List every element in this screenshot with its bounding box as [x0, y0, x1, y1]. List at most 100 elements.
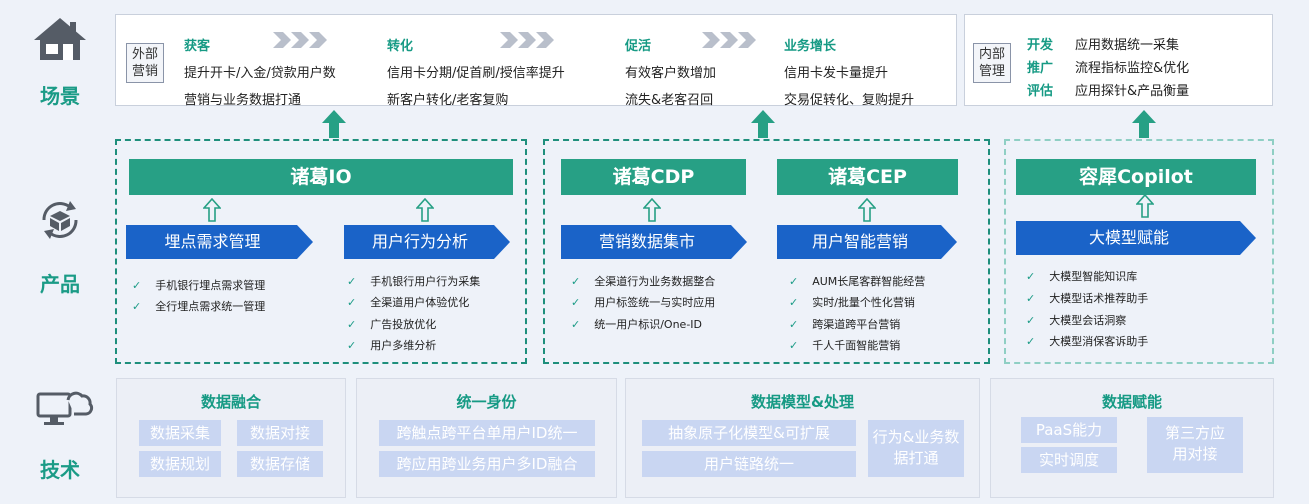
- scene-line: 流失&老客召回: [625, 93, 714, 108]
- scene-line: 有效客户数增加: [625, 66, 717, 81]
- internal-key: 开发: [1027, 38, 1054, 53]
- tech-chip: 用户链路统一: [642, 451, 856, 477]
- feature-text: 千人千面智能营销: [812, 339, 901, 352]
- feature-text: 手机银行埋点需求管理: [155, 279, 266, 292]
- tech-title: 数据融合: [200, 393, 261, 411]
- up-arrow-outline-icon: [643, 198, 661, 222]
- up-arrow-icon: [322, 110, 346, 138]
- check-icon: ✓: [347, 339, 357, 352]
- box-cycle-icon: [42, 201, 78, 239]
- scene-line: 营销与业务数据打通: [184, 93, 302, 108]
- side-label-scene: 场景: [40, 84, 80, 108]
- tech-chip: 数据对接: [237, 420, 323, 446]
- tech-chip: PaaS能力: [1021, 417, 1117, 443]
- product-copilot-frame: [1004, 139, 1274, 364]
- scene-title-acquire: 获客: [184, 39, 211, 54]
- house-icon: [34, 18, 86, 60]
- internal-key: 推广: [1027, 61, 1054, 76]
- tech-panel-data-enablement: 数据赋能 PaaS能力 实时调度 第三方应用对接: [990, 378, 1274, 498]
- product-title-copilot: 容犀Copilot: [1016, 159, 1256, 195]
- check-icon: ✓: [132, 300, 142, 313]
- check-icon: ✓: [571, 275, 581, 288]
- computer-cloud-icon: [36, 391, 94, 425]
- module-smart-marketing: 用户智能营销: [777, 225, 957, 259]
- internal-value: 流程指标监控&优化: [1075, 61, 1190, 76]
- feature-text: 大模型智能知识库: [1049, 270, 1138, 283]
- check-icon: ✓: [1026, 292, 1036, 305]
- check-icon: ✓: [1026, 270, 1036, 283]
- product-title-io: 诸葛IO: [129, 159, 513, 195]
- module-marketing-data-mart: 营销数据集市: [561, 225, 747, 259]
- scene-external-panel: 外部 营销 获客 提升开卡/入金/贷款用户数 营销与业务数据打通 转化 信用卡分…: [115, 14, 957, 108]
- module-tracking-requirements: 埋点需求管理: [126, 225, 313, 259]
- module-llm-enablement: 大模型赋能: [1016, 221, 1256, 255]
- feature-text: 全渠道行为业务数据整合: [594, 275, 716, 288]
- check-icon: ✓: [347, 318, 357, 331]
- feature-text: 跨渠道跨平台营销: [812, 318, 901, 331]
- side-label-product: 产品: [40, 272, 80, 296]
- product-title-cdp: 诸葛CDP: [561, 159, 746, 195]
- feature-text: 全行埋点需求统一管理: [155, 300, 266, 313]
- tech-panel-data-model: 数据模型&处理 抽象原子化模型&可扩展 用户链路统一 行为&业务数据打通: [625, 378, 980, 498]
- internal-value: 应用数据统一采集: [1075, 38, 1180, 53]
- tag-line: 管理: [978, 64, 1005, 79]
- feature-text: 用户多维分析: [370, 339, 437, 352]
- internal-value: 应用探针&产品衡量: [1075, 84, 1190, 99]
- up-arrow-outline-icon: [858, 198, 876, 222]
- product-cdp-cep-frame: [543, 139, 990, 364]
- tech-chip: 跨触点跨平台单用户ID统一: [379, 420, 595, 446]
- check-icon: ✓: [571, 318, 581, 331]
- product-io-frame: [115, 139, 527, 364]
- chevron-arrows-icon: [702, 32, 756, 48]
- feature-text: 大模型话术推荐助手: [1049, 292, 1149, 305]
- feature-text: AUM长尾客群智能经营: [812, 275, 926, 288]
- up-arrow-outline-icon: [1136, 194, 1154, 218]
- check-icon: ✓: [789, 296, 799, 309]
- feature-item: ✓ 全行埋点需求统一管理: [132, 298, 265, 314]
- external-marketing-tag: 外部 营销: [126, 43, 164, 83]
- tech-title: 数据赋能: [1101, 393, 1162, 411]
- feature-text: 用户标签统一与实时应用: [594, 296, 716, 309]
- feature-item: ✓ 手机银行埋点需求管理: [132, 277, 265, 293]
- feature-text: 大模型会话洞察: [1049, 314, 1127, 327]
- feature-text: 实时/批量个性化营销: [812, 296, 915, 309]
- tech-chip: 数据规划: [139, 451, 221, 477]
- scene-line: 交易促转化、复购提升: [784, 93, 915, 108]
- check-icon: ✓: [132, 279, 142, 292]
- feature-item: ✓ 大模型智能知识库: [1026, 268, 1137, 284]
- internal-key: 评估: [1027, 84, 1054, 99]
- feature-item: ✓大模型消保客诉助手: [1026, 333, 1148, 349]
- tech-title: 统一身份: [456, 393, 517, 411]
- feature-item: ✓AUM长尾客群智能经营: [789, 273, 925, 289]
- feature-item: ✓ 跨渠道跨平台营销: [789, 316, 900, 332]
- check-icon: ✓: [789, 318, 799, 331]
- up-arrow-outline-icon: [416, 198, 434, 222]
- feature-item: ✓ 实时/批量个性化营销: [789, 294, 915, 310]
- up-arrow-icon: [1132, 110, 1156, 138]
- feature-text: 广告投放优化: [370, 318, 437, 331]
- side-label-tech: 技术: [40, 458, 80, 482]
- tech-chip: 行为&业务数据打通: [868, 420, 964, 477]
- up-arrow-icon: [751, 110, 775, 138]
- check-icon: ✓: [571, 296, 581, 309]
- feature-item: ✓ 用户标签统一与实时应用: [571, 294, 715, 310]
- feature-item: ✓ 统一用户标识/One-ID: [571, 316, 702, 332]
- scene-line: 信用卡分期/促首刷/授信率提升: [387, 66, 565, 81]
- feature-text: 统一用户标识/One-ID: [594, 318, 703, 331]
- feature-item: ✓ 用户多维分析: [347, 337, 436, 353]
- check-icon: ✓: [347, 296, 357, 309]
- scene-title-convert: 转化: [387, 39, 414, 54]
- tech-chip: 抽象原子化模型&可扩展: [642, 420, 856, 446]
- tech-chip: 数据采集: [139, 420, 221, 446]
- tag-line: 营销: [131, 64, 158, 79]
- scene-line: 信用卡发卡量提升: [784, 66, 889, 81]
- feature-item: ✓大模型会话洞察: [1026, 312, 1126, 328]
- feature-item: ✓ 千人千面智能营销: [789, 337, 900, 353]
- check-icon: ✓: [789, 339, 799, 352]
- scene-title-growth: 业务增长: [784, 39, 837, 54]
- internal-management-tag: 内部 管理: [973, 43, 1011, 83]
- scene-line: 提升开卡/入金/贷款用户数: [184, 66, 336, 81]
- up-arrow-outline-icon: [203, 198, 221, 222]
- product-title-cep: 诸葛CEP: [777, 159, 958, 195]
- tech-chip: 实时调度: [1021, 447, 1117, 473]
